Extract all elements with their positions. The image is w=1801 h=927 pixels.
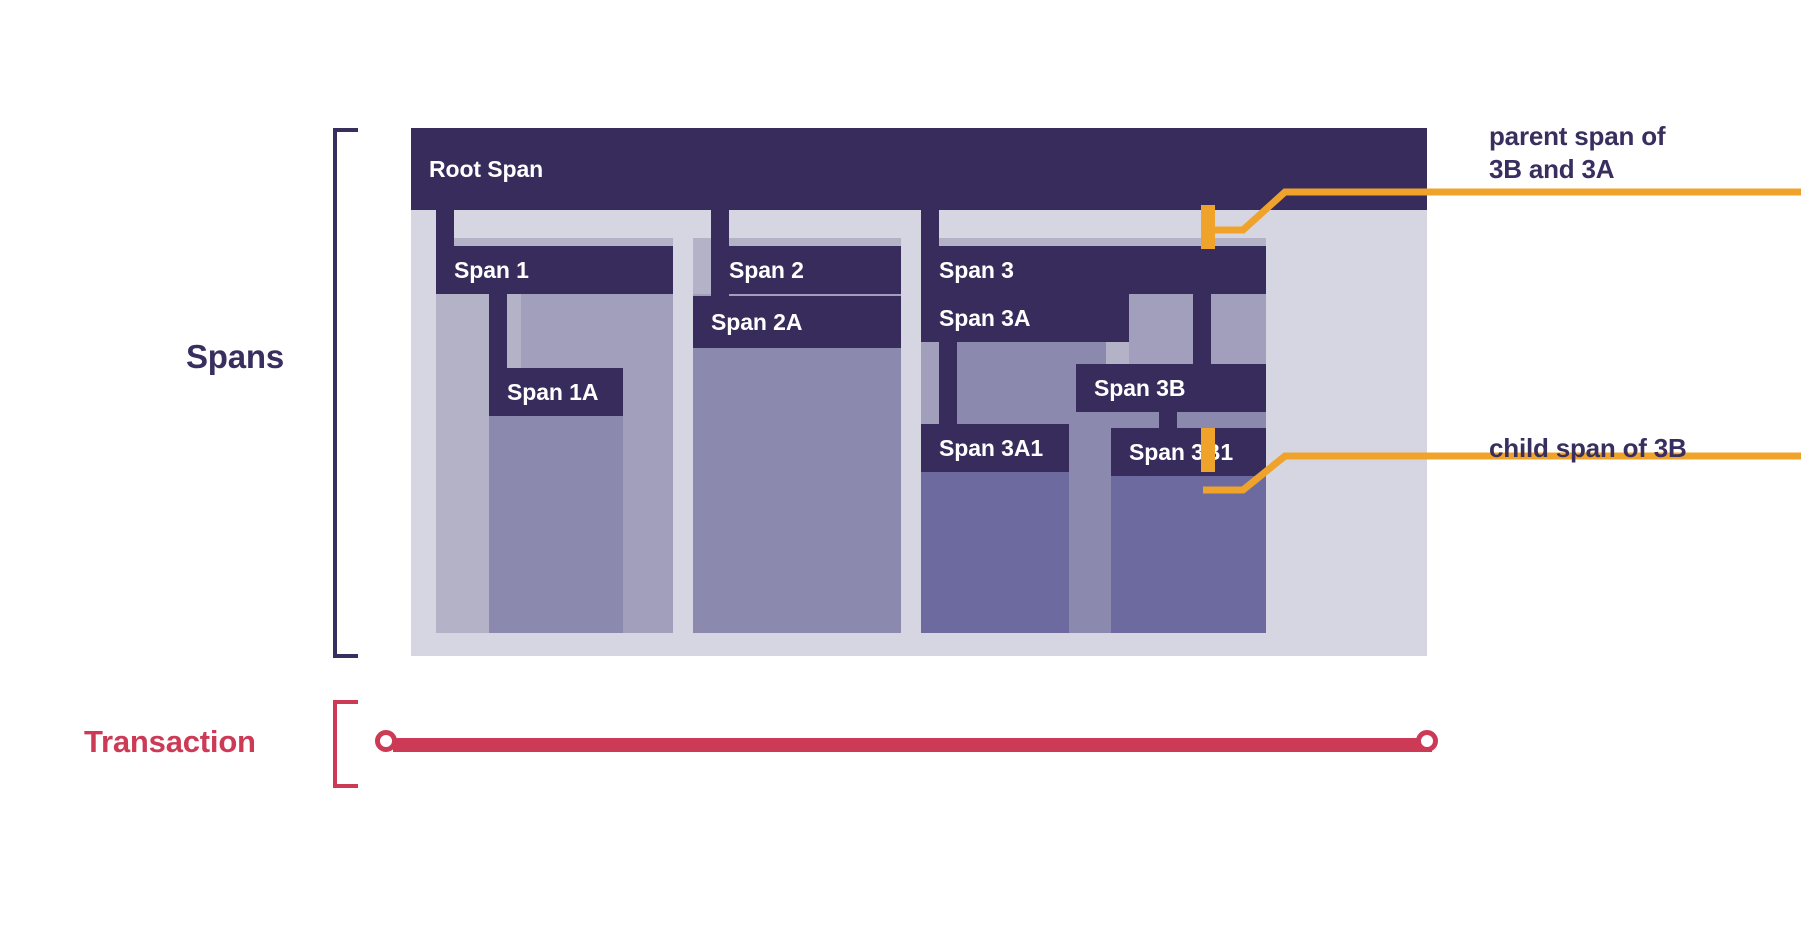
span-3b1-label: Span 3B1 bbox=[1129, 438, 1234, 465]
span-root[interactable]: Root Span bbox=[411, 128, 1427, 210]
span-3a1-inner-body bbox=[921, 472, 1069, 633]
spans-tree: Root Span Span 1 Span 1A Span 2 bbox=[411, 128, 1427, 656]
spans-section-label: Spans bbox=[186, 338, 285, 375]
span-3a1[interactable]: Span 3A1 bbox=[921, 424, 1069, 472]
span-3a-label: Span 3A bbox=[939, 304, 1031, 331]
span-2a-real[interactable]: Span 2A bbox=[693, 296, 901, 348]
transaction-end-endpoint[interactable] bbox=[1416, 730, 1438, 752]
span-2[interactable]: Span 2 bbox=[711, 246, 901, 294]
span-3-label: Span 3 bbox=[939, 256, 1014, 283]
spans-bracket bbox=[333, 128, 358, 658]
child-span-marker bbox=[1201, 428, 1215, 472]
span-2a-inner-body bbox=[693, 348, 901, 633]
span-root-label: Root Span bbox=[429, 155, 544, 182]
span-2-label: Span 2 bbox=[729, 256, 804, 283]
transaction-bar bbox=[393, 738, 1432, 752]
parent-callout-leader-line bbox=[1203, 188, 1801, 234]
child-callout-leader-line bbox=[1203, 452, 1801, 494]
span-3b1-inner-body bbox=[1111, 476, 1266, 633]
span-3b[interactable]: Span 3B bbox=[1076, 364, 1266, 412]
span-1a-inner-body bbox=[489, 416, 623, 633]
transaction-start-endpoint[interactable] bbox=[375, 730, 397, 752]
span-3[interactable]: Span 3 bbox=[921, 246, 1266, 294]
span-1[interactable]: Span 1 bbox=[436, 246, 673, 294]
span-3b1[interactable]: Span 3B1 bbox=[1111, 428, 1266, 476]
span-2-connector-stem bbox=[711, 210, 729, 246]
span-3a[interactable]: Span 3A bbox=[921, 294, 1129, 342]
span-1-connector-stem bbox=[436, 210, 454, 246]
span-3-connector-stem bbox=[921, 210, 939, 246]
span-1-label: Span 1 bbox=[454, 256, 529, 283]
span-2a-hook bbox=[711, 294, 729, 302]
span-1a-label: Span 1A bbox=[507, 378, 599, 405]
span-3b-label: Span 3B bbox=[1094, 374, 1186, 401]
span-3a1-label: Span 3A1 bbox=[939, 434, 1044, 461]
transaction-section-label: Transaction bbox=[84, 724, 256, 759]
child-callout-text: child span of 3B bbox=[1489, 433, 1687, 463]
transaction-bracket bbox=[333, 700, 358, 788]
parent-callout-text: parent span of 3B and 3A bbox=[1489, 121, 1666, 184]
span-2a-label: Span 2A bbox=[711, 308, 803, 335]
span-1a[interactable]: Span 1A bbox=[489, 368, 623, 416]
transaction-timeline[interactable] bbox=[375, 726, 1450, 764]
